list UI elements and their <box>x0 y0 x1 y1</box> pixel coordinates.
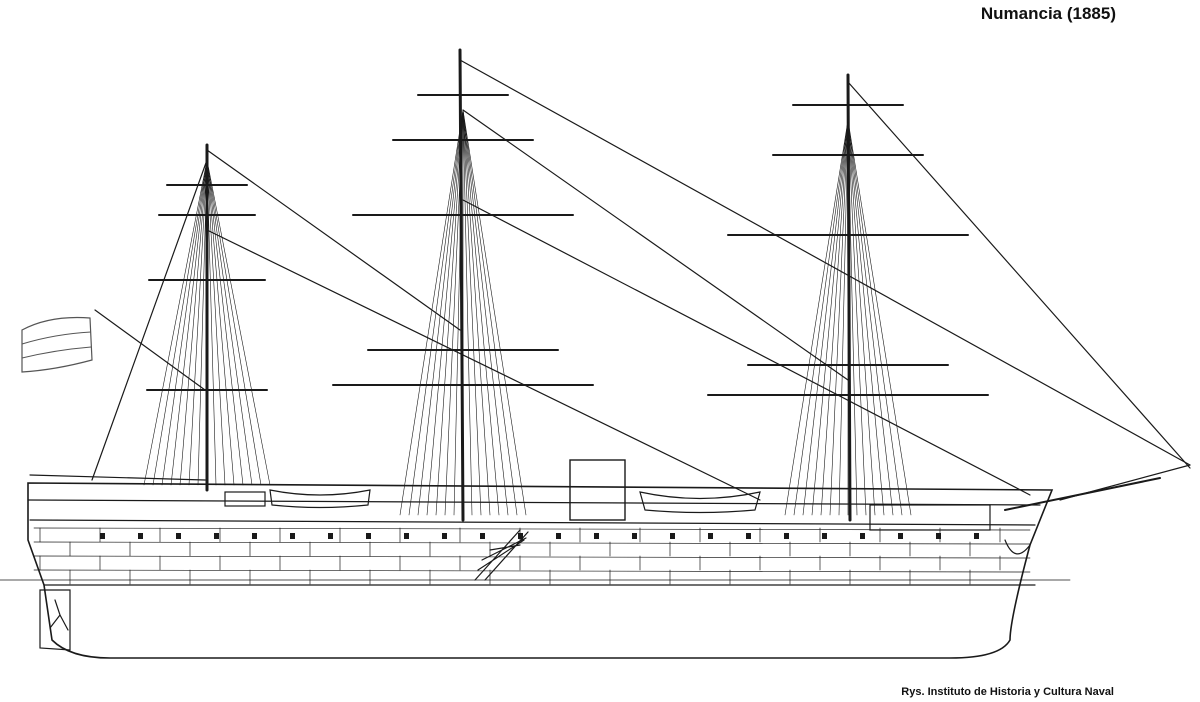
forestay-top <box>459 59 1191 466</box>
shrouds <box>143 109 912 516</box>
armor-belt <box>33 527 1031 585</box>
ships-boat-aft <box>269 489 371 509</box>
ships-boat-forward <box>639 491 761 514</box>
ensign-flag <box>21 316 93 373</box>
gun-ports <box>100 533 979 539</box>
anchor-gear <box>869 504 991 531</box>
fore-mast <box>846 73 852 522</box>
ensign-stripe <box>21 331 92 359</box>
deckhouse <box>224 491 266 507</box>
jib-boom <box>1059 464 1191 501</box>
boarding-ladder <box>474 529 529 581</box>
spanker-gaff <box>94 309 206 391</box>
bow-anchor <box>1004 539 1031 555</box>
figure-title: Numancia (1885) <box>980 4 1116 23</box>
stay-lower-main <box>462 199 1031 496</box>
stay-mizzen <box>206 149 461 331</box>
main-deck-line <box>29 519 1036 526</box>
image-credit: Rys. Instituto de Historia y Cultura Nav… <box>901 686 1114 698</box>
backstay-mizzen <box>91 159 208 481</box>
propeller <box>49 599 69 631</box>
forestay-main <box>847 81 1191 469</box>
rudder <box>39 589 71 651</box>
stay-main-fore <box>462 109 849 381</box>
spanker-boom <box>29 474 206 481</box>
funnel <box>569 459 626 521</box>
yards <box>146 94 989 396</box>
stay-lower-mizzen <box>206 229 761 501</box>
upper-deck-line <box>27 499 1041 506</box>
